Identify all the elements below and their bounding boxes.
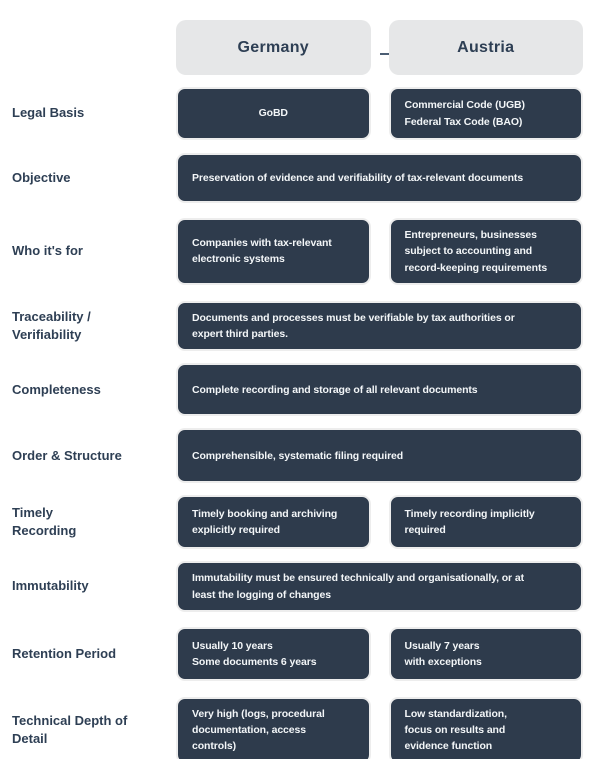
cell-austria: Usually 7 years with exceptions	[388, 626, 583, 681]
cell-germany: Very high (logs, procedural documentatio…	[176, 696, 371, 759]
cell-text: Commercial Code (UGB) Federal Tax Code (…	[404, 99, 526, 128]
cell-germany: Companies with tax-relevant electronic s…	[176, 218, 371, 285]
header-row: Germany Austria	[12, 20, 600, 75]
row-label: Immutability	[12, 578, 89, 594]
row-cells: Very high (logs, procedural documentatio…	[176, 696, 583, 759]
row-label: Order & Structure	[12, 447, 122, 463]
table-body: Legal Basis GoBD Commercial Code (UGB) Fed…	[12, 87, 600, 759]
column-header-austria-label: Austria	[457, 38, 515, 56]
cell-text: Preservation of evidence and verifiabili…	[192, 171, 524, 184]
cell-austria: Low standardization, focus on results an…	[388, 696, 583, 759]
row-cells: Usually 10 years Some documents 6 years U…	[176, 626, 583, 681]
table-row: Retention Period Usually 10 years Some do…	[12, 626, 600, 681]
row-cells: Timely booking and archiving explicitly …	[176, 495, 583, 550]
table-row: Legal Basis GoBD Commercial Code (UGB) Fed…	[12, 87, 600, 140]
column-header-germany: Germany	[176, 20, 371, 75]
row-cells: Documents and processes must be verifiab…	[176, 300, 583, 352]
row-label: Timely Recording	[12, 504, 77, 539]
cell-austria: Entrepreneurs, businesses subject to acc…	[388, 218, 583, 285]
table-row: Traceability / Verifiability Documents an…	[12, 300, 600, 352]
row-label: Objective	[12, 169, 71, 185]
table-row: Order & Structure Comprehensible, systema…	[12, 428, 600, 484]
cell-text: Usually 10 years Some documents 6 years	[192, 639, 317, 668]
cell-germany: Usually 10 years Some documents 6 years	[176, 626, 371, 681]
column-header-austria: Austria	[388, 20, 583, 75]
cell-both-countries: Documents and processes must be verifiab…	[176, 300, 583, 352]
cell-both-countries: Comprehensible, systematic filing requir…	[176, 428, 583, 484]
row-label: Legal Basis	[12, 105, 85, 121]
cell-text: Entrepreneurs, businesses subject to acc…	[404, 229, 548, 274]
row-cells: Preservation of evidence and verifiabili…	[176, 153, 583, 203]
header-gap	[371, 20, 389, 75]
cell-both-countries: Complete recording and storage of all re…	[176, 363, 583, 417]
cell-text: Usually 7 years with exceptions	[404, 639, 482, 668]
row-label: Who it's for	[12, 243, 83, 259]
cell-austria: Commercial Code (UGB) Federal Tax Code (…	[388, 87, 583, 140]
row-label: Technical Depth of Detail	[12, 712, 128, 747]
cell-text: Very high (logs, procedural documentatio…	[192, 707, 325, 753]
cell-germany: GoBD	[176, 87, 371, 140]
row-cells: Companies with tax-relevant electronic s…	[176, 218, 583, 285]
cell-austria: Timely recording implicitly required	[388, 495, 583, 550]
table-row: Completeness Complete recording and stora…	[12, 363, 600, 417]
column-header-germany-label: Germany	[237, 38, 309, 56]
table-row: Who it's for Companies with tax-relevant …	[12, 218, 600, 285]
table-row: Technical Depth of Detail Very high (logs…	[12, 696, 600, 759]
row-label: Completeness	[12, 381, 101, 397]
cell-text: Low standardization, focus on results an…	[404, 707, 508, 753]
cell-text: Comprehensible, systematic filing requir…	[192, 449, 404, 462]
header-cells: Germany Austria	[176, 20, 583, 75]
table-row: Immutability Immutability must be ensured…	[12, 561, 600, 612]
cell-text: GoBD	[258, 107, 288, 120]
cell-text: Companies with tax-relevant electronic s…	[192, 237, 332, 266]
cell-text: Timely booking and archiving explicitly …	[192, 508, 338, 537]
row-cells: GoBD Commercial Code (UGB) Federal Tax Co…	[176, 87, 583, 140]
row-cells: Immutability must be ensured technically…	[176, 561, 583, 612]
cell-text: Documents and processes must be verifiab…	[192, 311, 515, 341]
cell-text: Timely recording implicitly required	[404, 508, 535, 537]
row-cells: Complete recording and storage of all re…	[176, 363, 583, 417]
cell-text: Immutability must be ensured technically…	[192, 572, 524, 601]
row-cells: Comprehensible, systematic filing requir…	[176, 428, 583, 484]
table-row: Timely Recording Timely booking and archi…	[12, 495, 600, 550]
cell-germany: Timely booking and archiving explicitly …	[176, 495, 371, 550]
table-row: Objective Preservation of evidence and ve…	[12, 153, 600, 203]
cell-both-countries: Preservation of evidence and verifiabili…	[176, 153, 583, 203]
row-label: Retention Period	[12, 645, 117, 661]
cell-text: Complete recording and storage of all re…	[192, 383, 478, 396]
dash-connector-icon	[379, 52, 389, 55]
row-label: Traceability / Verifiability	[12, 308, 91, 343]
cell-both-countries: Immutability must be ensured technically…	[176, 561, 583, 612]
